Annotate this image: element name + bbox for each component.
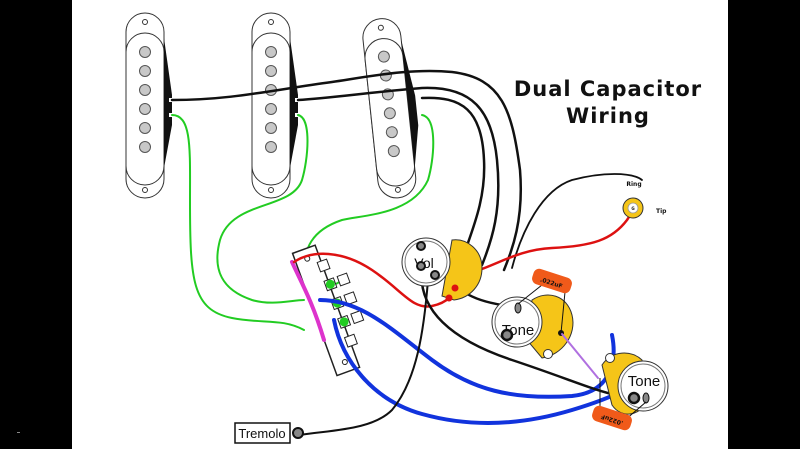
tone-pot-2: Tone bbox=[601, 352, 669, 415]
pickup-lead-plate bbox=[164, 38, 172, 168]
ground-wire-middle bbox=[296, 86, 500, 267]
ground-wire-bridge bbox=[420, 96, 486, 262]
volume-pot: Vol bbox=[401, 237, 483, 302]
tremolo-claw: Tremolo bbox=[234, 422, 304, 444]
jack-ground-label: G bbox=[631, 206, 634, 211]
output-jack: G Ring Tip bbox=[622, 181, 667, 219]
cap-link-wire bbox=[561, 333, 599, 379]
wiring-diagram-canvas: Dual Capacitor Wiring bbox=[72, 0, 728, 449]
pickup-bridge bbox=[362, 18, 419, 199]
jack-ring-label: Ring bbox=[626, 181, 641, 188]
selector-switch bbox=[291, 244, 365, 377]
capacitor-1: .022uF bbox=[517, 268, 572, 334]
tone-pot-2-label: Tone bbox=[628, 373, 661, 390]
ground-wire-jack-ring bbox=[511, 173, 643, 269]
pickup-neck bbox=[125, 12, 172, 199]
title-line-1: Dual Capacitor bbox=[514, 77, 702, 101]
tremolo-label: Tremolo bbox=[238, 426, 285, 441]
title-line-2: Wiring bbox=[566, 104, 650, 128]
capacitor-2: .022uF bbox=[592, 378, 647, 431]
output-wire-vol-jack bbox=[455, 202, 636, 278]
page-marker bbox=[17, 432, 20, 433]
switch-jumper-wire bbox=[290, 260, 326, 342]
jack-tip-label: Tip bbox=[656, 208, 667, 215]
pickup-middle bbox=[251, 12, 298, 199]
ground-wire-neck bbox=[170, 69, 522, 272]
tremolo-ground-wire bbox=[299, 279, 429, 436]
hot-wire-neck bbox=[171, 114, 305, 331]
wiring-diagram: Dual Capacitor Wiring bbox=[125, 12, 702, 444]
hot-wire-middle bbox=[216, 114, 309, 304]
ground-wire-tone2 bbox=[420, 266, 622, 398]
tone-pot-1: Tone bbox=[491, 294, 574, 359]
